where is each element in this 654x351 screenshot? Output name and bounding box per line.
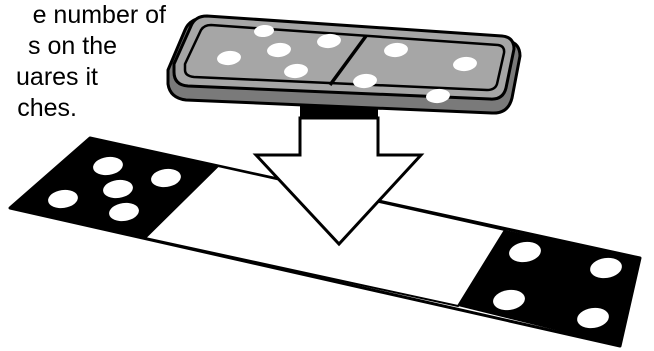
domino-tile [168, 16, 520, 113]
